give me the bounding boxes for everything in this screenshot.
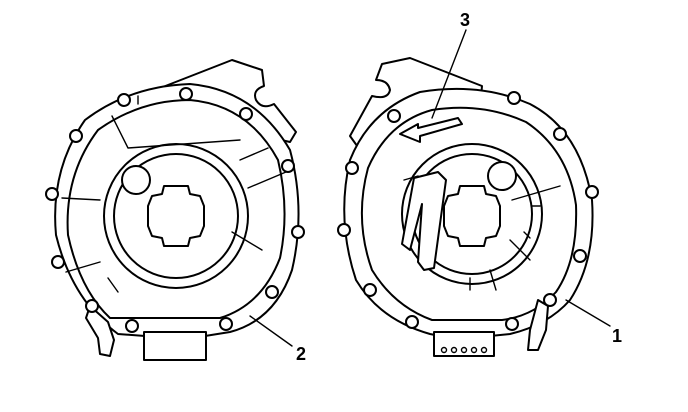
bolt-boss: [239, 107, 253, 121]
left-housing-inner-wall: [66, 99, 286, 319]
callout-3: 3: [460, 10, 470, 30]
left-housing-bottom-pad: [143, 331, 207, 361]
bolt-boss: [179, 87, 193, 101]
bolt-boss: [405, 315, 419, 329]
leader-line-3: [431, 29, 467, 119]
right-housing-pad-holes: [440, 346, 488, 354]
left-small-bore: [121, 165, 151, 195]
bolt-boss: [281, 159, 295, 173]
left-housing: [45, 59, 305, 361]
bolt-boss: [507, 91, 521, 105]
leader-line-1: [565, 299, 611, 327]
bolt-boss: [345, 161, 359, 175]
left-housing-fitting: [85, 305, 115, 357]
right-housing-ribs: [403, 175, 561, 291]
right-bolt-bosses: [337, 91, 599, 331]
right-housing: [337, 57, 599, 357]
left-bearing-inner-ring: [113, 153, 239, 279]
left-splined-hub: [147, 185, 205, 247]
pad-hole: [480, 346, 488, 354]
bolt-boss: [69, 129, 83, 143]
right-small-bore: [487, 161, 517, 191]
bolt-boss: [363, 283, 377, 297]
bolt-boss: [573, 249, 587, 263]
right-oil-channel: [401, 171, 447, 271]
bolt-boss: [585, 185, 599, 199]
rotation-arrow: [399, 117, 463, 143]
right-housing-inner-wall: [360, 106, 578, 321]
bolt-boss: [125, 319, 139, 333]
leader-lines: [249, 29, 611, 347]
bolt-boss: [543, 293, 557, 307]
left-bearing-outer-ring: [103, 143, 249, 289]
callout-1: 1: [612, 326, 622, 346]
bolt-boss: [45, 187, 59, 201]
pad-hole: [440, 346, 448, 354]
bolt-boss: [337, 223, 351, 237]
bolt-boss: [51, 255, 65, 269]
bolt-boss: [219, 317, 233, 331]
right-splined-hub: [443, 185, 501, 247]
pad-hole: [460, 346, 468, 354]
leader-line-2: [249, 315, 293, 347]
left-bolt-bosses: [45, 87, 305, 333]
bolt-boss: [117, 93, 131, 107]
bolt-boss: [265, 285, 279, 299]
bolt-boss: [505, 317, 519, 331]
right-bearing-outer-ring: [401, 143, 543, 285]
bolt-boss: [85, 299, 99, 313]
bolt-boss: [553, 127, 567, 141]
pad-hole: [450, 346, 458, 354]
pad-hole: [470, 346, 478, 354]
bolt-boss: [291, 225, 305, 239]
bolt-boss: [387, 109, 401, 123]
callout-2: 2: [296, 344, 306, 364]
